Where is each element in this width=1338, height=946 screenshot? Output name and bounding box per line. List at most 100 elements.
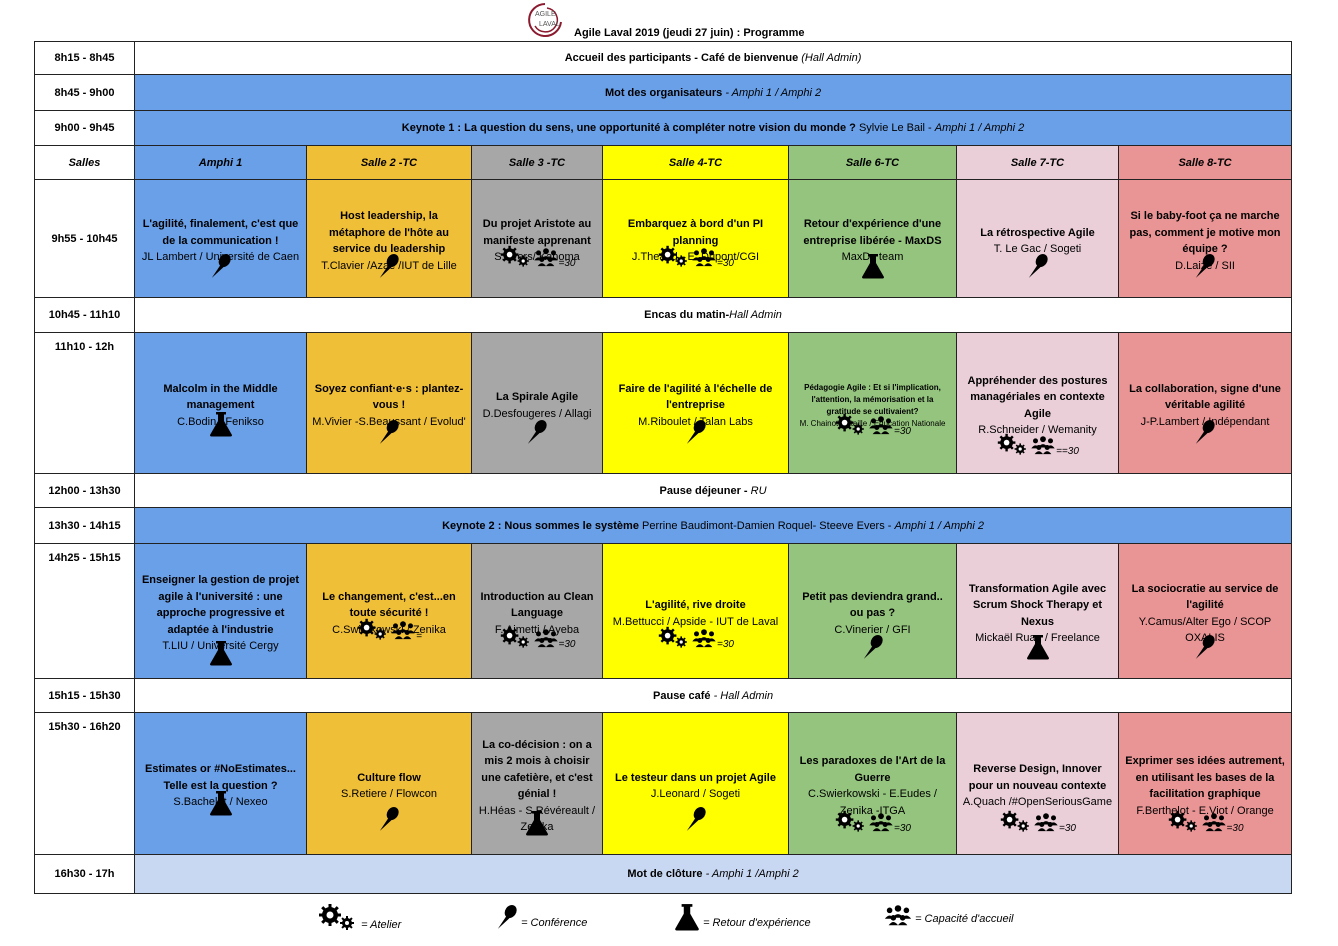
microphone-icon	[378, 253, 400, 279]
people-icon	[533, 247, 559, 267]
people-icon	[533, 628, 559, 648]
row-keynote1: 9h00 - 9h45 Keynote 1 : La question du s…	[34, 110, 1293, 146]
row-slot-4: 15h30 - 16h20 Estimates or #NoEstimates.…	[34, 712, 1293, 855]
session-speaker: J-P.Lambert / Indépendant	[1140, 415, 1270, 428]
room-salle-2: Salle 2 -TC	[306, 145, 472, 180]
microphone-icon	[378, 806, 400, 832]
mot-location: - Amphi 1 / Amphi 2	[725, 86, 822, 99]
time-slot: 8h15 - 8h45	[34, 41, 135, 75]
keynote2-location: Amphi 1 / Amphi 2	[894, 519, 984, 532]
session-title: Soyez confiant·e·s : plantez-vous !	[314, 382, 464, 412]
session-title: L'agilité, finalement, c'est que de la c…	[142, 218, 299, 247]
legend-retour: = Retour d'expérience	[674, 903, 811, 931]
cloture-location: - Amphi 1 /Amphi 2	[705, 868, 799, 880]
capacity-label: =	[416, 631, 422, 642]
session-speaker: J.Leonard / Sogeti	[650, 788, 741, 800]
people-icon	[390, 620, 416, 640]
encas-text: Encas du matin-	[644, 309, 730, 321]
capacity-label: =30	[894, 426, 911, 437]
dejeuner-text: Pause déjeuner -	[659, 484, 748, 497]
flask-icon	[861, 253, 885, 279]
session-card: La collaboration, signe d'une véritable …	[1117, 332, 1293, 474]
accueil-cell: Accueil des participants - Café de bienv…	[133, 41, 1293, 75]
legend-atelier-label: = Atelier	[361, 919, 402, 931]
time-slot: 14h25 - 15h15	[34, 543, 135, 679]
session-title: L'agilité, rive droite	[645, 599, 746, 611]
legend-conference-label: = Conférence	[521, 917, 588, 929]
session-card: Du projet Aristote au manifeste apprenan…	[471, 179, 603, 298]
session-card: La co-décision : on a mis 2 mois à chois…	[471, 712, 603, 855]
session-speaker: F.Berthelot - E.Viot / Orange	[1136, 804, 1274, 817]
room-salle-7: Salle 7-TC	[956, 145, 1119, 180]
session-speaker: M.Bettucci / Apside - IUT de Laval	[612, 615, 779, 628]
session-title: Le testeur dans un projet Agile	[615, 771, 776, 784]
session-card: Reverse Design, Innover pour un nouveau …	[956, 712, 1119, 855]
row-slot-3: 14h25 - 15h15 Enseigner la gestion de pr…	[34, 543, 1293, 679]
people-icon	[691, 628, 717, 648]
session-speaker: C.Vinerier / GFI	[834, 623, 911, 636]
session-title: Reverse Design, Innover pour un nouveau …	[968, 763, 1107, 792]
flask-icon	[1026, 634, 1050, 660]
gears-icon	[999, 810, 1033, 834]
session-title: Les paradoxes de l'Art de la Guerre	[799, 755, 946, 784]
cloture-text: Mot de clôture	[627, 868, 703, 880]
session-title: La Spirale Agile	[495, 391, 579, 403]
session-speaker: A.Quach /#OpenSeriousGame	[962, 796, 1113, 809]
time-slot: 15h30 - 16h20	[34, 712, 135, 855]
time-slot: 16h30 - 17h	[34, 854, 135, 894]
session-title: Petit pas deviendra grand.. ou pas ?	[802, 590, 943, 620]
session-card: Soyez confiant·e·s : plantez-vous !M.Viv…	[306, 332, 472, 474]
gears-icon	[318, 903, 358, 933]
people-icon	[1033, 812, 1059, 832]
microphone-icon	[1194, 634, 1216, 660]
salles-label: Salles	[34, 145, 135, 180]
session-title: La collaboration, signe d'une véritable …	[1129, 382, 1281, 412]
people-icon	[691, 247, 717, 267]
flask-icon	[209, 411, 233, 437]
session-card: Pédagogie Agile : Et si l'implication, l…	[788, 332, 957, 474]
time-slot: 13h30 - 14h15	[34, 507, 135, 544]
legend: = Atelier = Conférence = Retour d'expéri…	[0, 903, 1338, 946]
microphone-icon	[1194, 419, 1216, 445]
legend-capacite-label: = Capacité d'accueil	[915, 913, 1014, 925]
session-title: Embarquez à bord d'un PI planning	[627, 218, 764, 247]
encas-location: Hall Admin	[729, 309, 782, 321]
session-speaker: C.Swierkowski - E.Eudes / Zenika -ITGA	[808, 788, 937, 817]
legend-atelier: = Atelier	[318, 903, 401, 933]
capacity-label: =30	[894, 823, 911, 834]
session-title: Culture flow	[357, 771, 421, 784]
dejeuner-location: RU	[750, 484, 767, 497]
session-title: La sociocratie au service de l'agilité	[1131, 582, 1279, 612]
keynote1-text: Keynote 1 : La question du sens, une opp…	[401, 122, 856, 134]
row-mot-organisateurs: 8h45 - 9h00 Mot des organisateurs - Amph…	[34, 74, 1293, 111]
svg-text:AGILE: AGILE	[535, 11, 556, 18]
session-card: Transformation Agile avec Scrum Shock Th…	[956, 543, 1119, 679]
keynote1-location: Amphi 1 / Amphi 2	[934, 122, 1025, 134]
gears-icon	[356, 618, 390, 642]
session-title: Exprimer ses idées autrement, en utilisa…	[1125, 755, 1285, 800]
row-encas: 10h45 - 11h10 Encas du matin-Hall Admin	[34, 297, 1293, 333]
mot-text: Mot des organisateurs	[604, 86, 723, 99]
capacity-label: =30	[1059, 823, 1076, 834]
session-card: Appréhender des postures managériales en…	[956, 332, 1119, 474]
flask-icon	[209, 640, 233, 666]
keynote1-speaker: Sylvie Le Bail -	[858, 122, 932, 134]
session-card: Retour d'expérience d'une entreprise lib…	[788, 179, 957, 298]
time-slot: 12h00 - 13h30	[34, 473, 135, 508]
row-keynote2: 13h30 - 14h15 Keynote 2 : Nous sommes le…	[34, 507, 1293, 544]
cafe-cell: Pause café - Hall Admin	[133, 678, 1293, 713]
people-icon	[1030, 435, 1056, 455]
gears-icon	[657, 626, 691, 650]
capacity-label: =30	[558, 639, 576, 650]
session-card: Estimates or #NoEstimates... Telle est l…	[134, 712, 307, 855]
encas-cell: Encas du matin-Hall Admin	[133, 297, 1293, 333]
microphone-icon	[496, 903, 518, 931]
keynote2-cell: Keynote 2 : Nous sommes le système Perri…	[133, 507, 1293, 544]
row-dejeuner: 12h00 - 13h30 Pause déjeuner - RU	[34, 473, 1293, 508]
mot-cell: Mot des organisateurs - Amphi 1 / Amphi …	[133, 74, 1293, 111]
